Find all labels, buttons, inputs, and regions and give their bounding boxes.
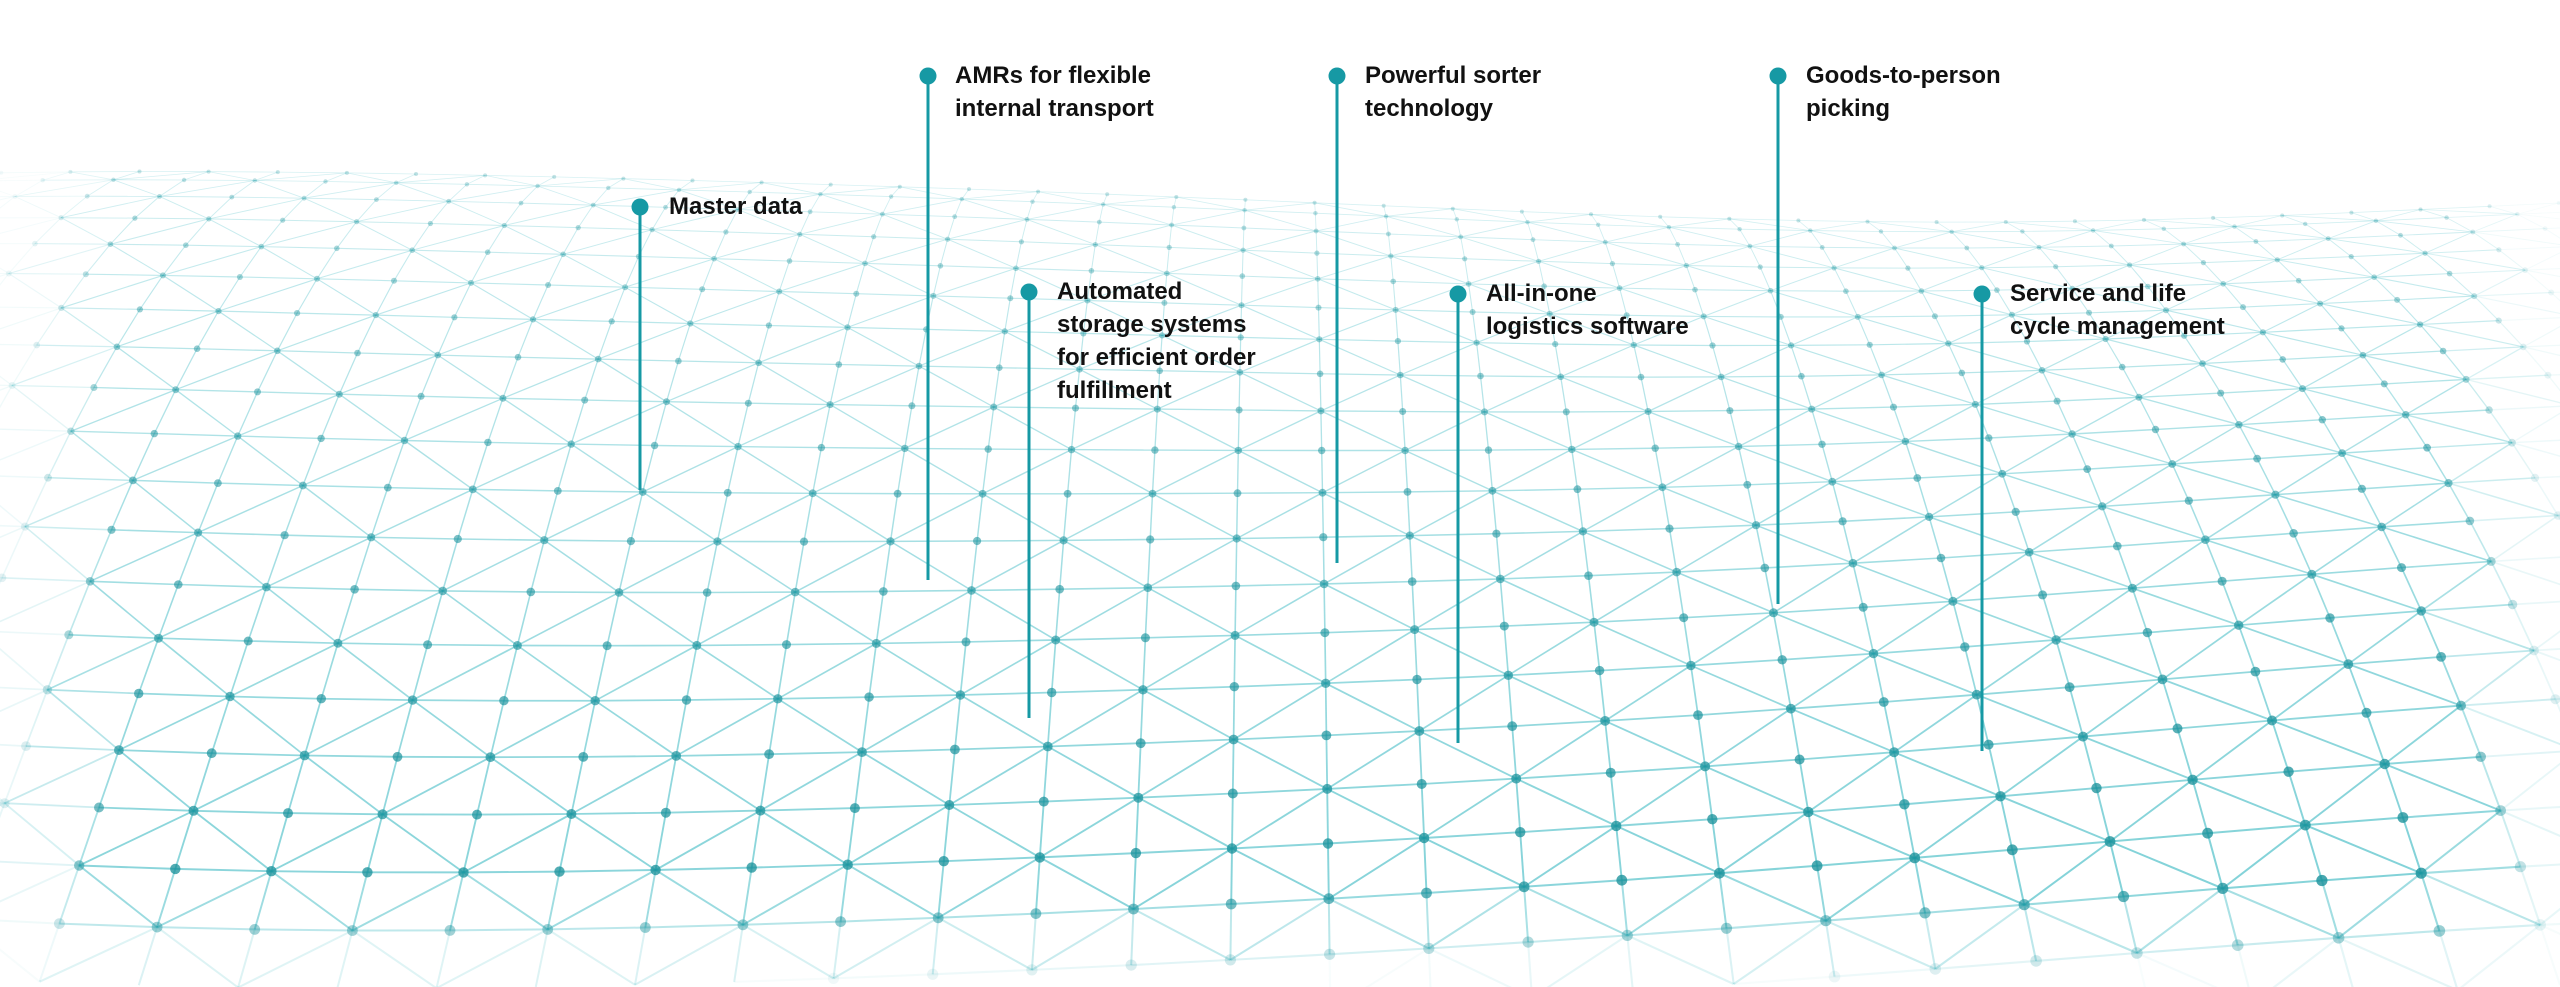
label-line: storage systems xyxy=(1057,311,1247,338)
callout-dot-icon xyxy=(631,198,649,216)
callout-dot-icon xyxy=(1973,285,1991,303)
callout-dot-icon xyxy=(1020,283,1038,301)
callout-dot-icon xyxy=(1769,67,1787,85)
mesh-nodes xyxy=(0,169,2560,985)
callout-label: Master data xyxy=(669,190,802,223)
label-line: Automated xyxy=(1057,278,1183,305)
callout-stem xyxy=(1456,294,1460,743)
label-line: Powerful sorter xyxy=(1365,62,1542,89)
callout-stem xyxy=(638,207,642,490)
callout-stem xyxy=(926,76,930,580)
label-line: cycle management xyxy=(2010,313,2225,340)
callout-stem xyxy=(1980,294,1984,751)
label-line: for efficient order xyxy=(1057,344,1256,371)
label-line: Service and life xyxy=(2010,280,2187,307)
label-line: Goods-to-person xyxy=(1806,62,2001,89)
callout-stem xyxy=(1027,292,1031,718)
callout-label: Powerful sorter technology xyxy=(1365,59,1541,125)
mesh-lines xyxy=(0,171,2560,987)
label-line: All-in-one xyxy=(1486,280,1597,307)
label-line: logistics software xyxy=(1486,313,1689,340)
callout-label: All-in-one logistics software xyxy=(1486,277,1689,343)
label-line: picking xyxy=(1806,95,1891,122)
label-line: technology xyxy=(1365,95,1494,122)
callout-label: Service and life cycle management xyxy=(2010,277,2225,343)
label-line: Master data xyxy=(669,193,803,220)
callout-stem xyxy=(1776,76,1780,604)
callout-label: Automated storage systems for efficient … xyxy=(1057,275,1256,407)
label-line: AMRs for flexible xyxy=(955,62,1152,89)
callout-dot-icon xyxy=(1449,285,1467,303)
label-line: fulfillment xyxy=(1057,377,1172,404)
callout-stem xyxy=(1335,76,1339,563)
callout-dot-icon xyxy=(1328,67,1346,85)
callout-dot-icon xyxy=(919,67,937,85)
callout-label: AMRs for flexible internal transport xyxy=(955,59,1154,125)
label-line: internal transport xyxy=(955,95,1154,122)
callout-label: Goods-to-person picking xyxy=(1806,59,2001,125)
